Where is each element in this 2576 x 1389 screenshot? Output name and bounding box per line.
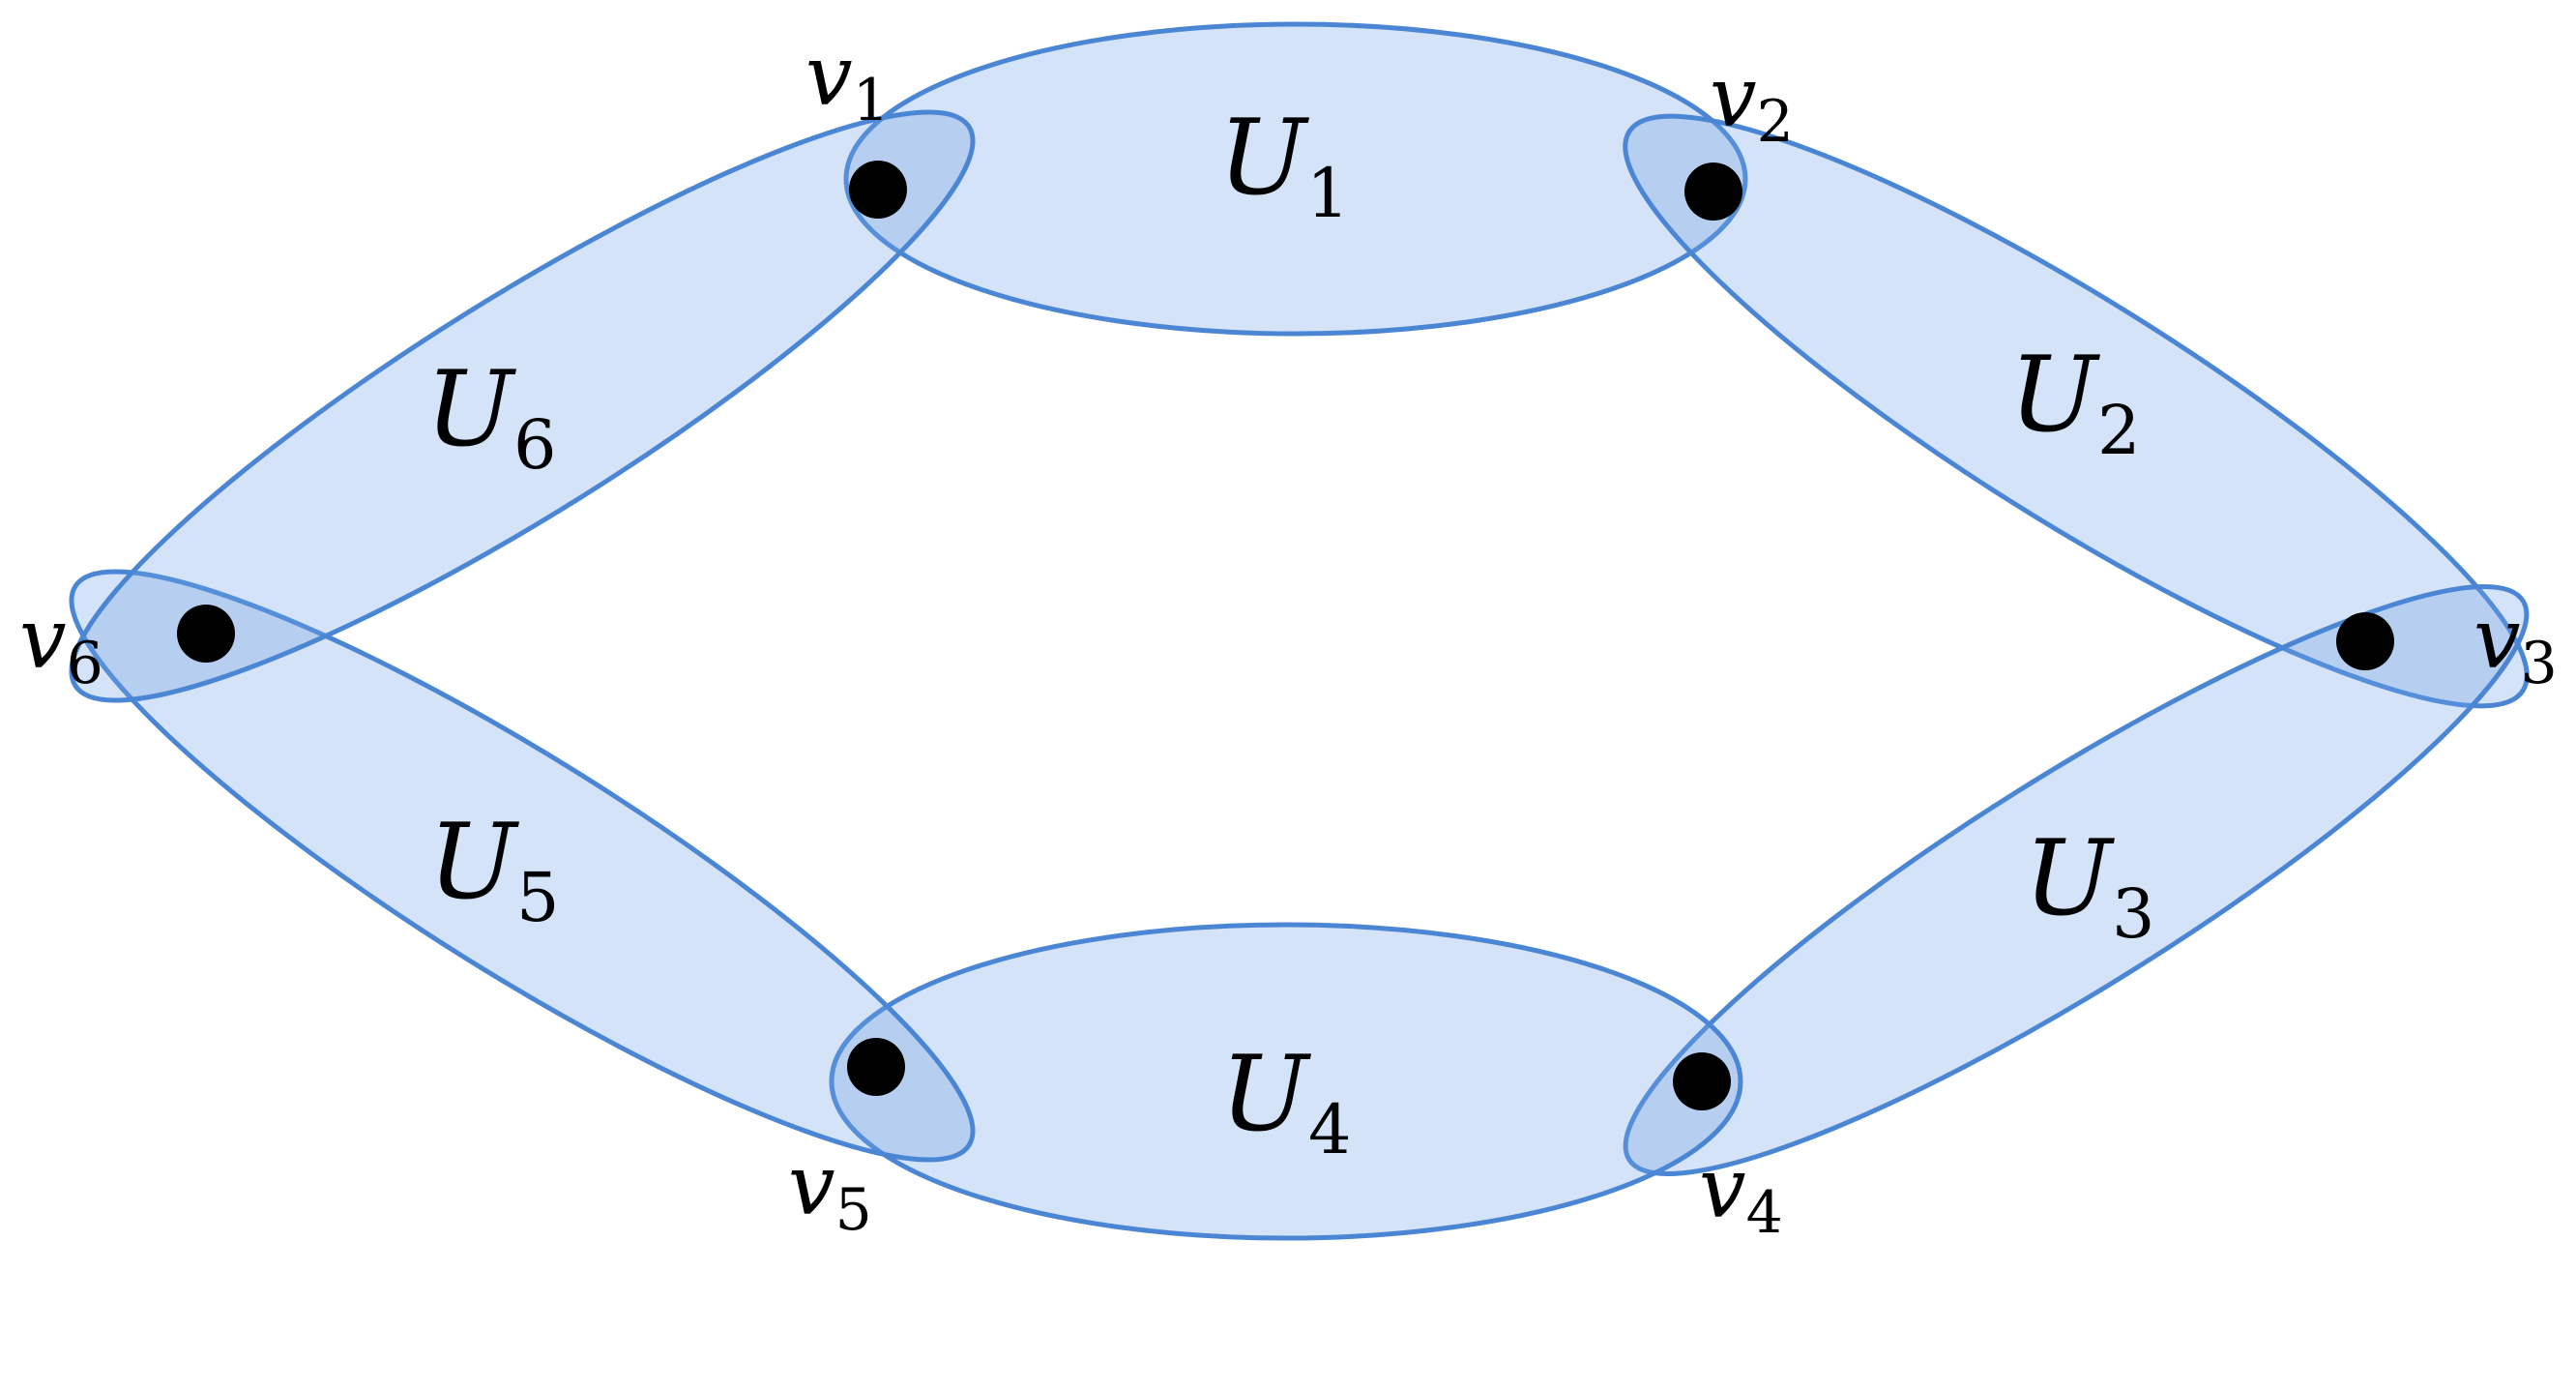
vertex-label-v5-subscript: 5 bbox=[835, 1176, 872, 1244]
hyperedge-label-u6: U6 bbox=[425, 349, 557, 485]
hyperedge-label-u4-symbol: U bbox=[1220, 1034, 1311, 1155]
vertex-label-v3: v3 bbox=[2474, 591, 2558, 697]
vertex-label-v1: v1 bbox=[805, 28, 890, 134]
hyperedge-label-u1-symbol: U bbox=[1218, 98, 1309, 219]
hyperedge-label-u6-symbol: U bbox=[425, 349, 516, 470]
vertex-label-v5-symbol: v bbox=[788, 1138, 835, 1234]
vertex-label-v6-subscript: 6 bbox=[67, 630, 103, 697]
hyperedge-u2 bbox=[1623, 113, 2530, 709]
vertex-label-v6-symbol: v bbox=[19, 591, 67, 688]
vertex-label-v3-subscript: 3 bbox=[2521, 630, 2558, 697]
hyperedges-layer bbox=[69, 21, 2530, 1241]
hyperedge-label-u5-symbol: U bbox=[428, 802, 519, 923]
vertex-v4 bbox=[1673, 1052, 1731, 1110]
hyperedge-label-u3-symbol: U bbox=[2024, 818, 2115, 939]
hyperedge-u3 bbox=[1623, 584, 2530, 1176]
hyperedge-label-u4: U4 bbox=[1220, 1034, 1352, 1169]
hyperedge-label-u1: U1 bbox=[1218, 98, 1350, 233]
vertex-label-v5: v5 bbox=[788, 1138, 872, 1244]
vertex-label-v2-symbol: v bbox=[1710, 49, 1757, 146]
vertex-label-v1-symbol: v bbox=[805, 28, 853, 125]
vertex-v5 bbox=[847, 1038, 905, 1096]
vertex-v2 bbox=[1684, 163, 1742, 221]
hyperedge-label-u1-subscript: 1 bbox=[1306, 154, 1350, 233]
vertex-label-v4: v4 bbox=[1699, 1140, 1783, 1247]
hyperedge-label-u3-subscript: 3 bbox=[2112, 874, 2155, 954]
vertex-label-v4-subscript: 4 bbox=[1746, 1179, 1783, 1247]
vertices-layer bbox=[177, 161, 2394, 1110]
hyperedge-label-u4-subscript: 4 bbox=[1308, 1090, 1352, 1169]
hyperedge-label-u5: U5 bbox=[428, 802, 560, 937]
hyperedge-label-u2: U2 bbox=[2009, 335, 2141, 470]
vertex-label-v3-symbol: v bbox=[2474, 591, 2521, 688]
hyperedge-label-u2-symbol: U bbox=[2009, 335, 2100, 456]
hyperedge-label-u2-subscript: 2 bbox=[2097, 391, 2141, 470]
vertex-v6 bbox=[177, 605, 235, 663]
vertex-v1 bbox=[849, 161, 907, 219]
vertex-label-v2-subscript: 2 bbox=[1757, 88, 1794, 156]
hyperedge-u4 bbox=[829, 922, 1743, 1241]
vertex-label-v6: v6 bbox=[19, 591, 103, 697]
hyperedge-u5 bbox=[69, 569, 976, 1163]
hyperedge-label-u6-subscript: 6 bbox=[513, 405, 557, 485]
hyperedge-u6 bbox=[69, 109, 976, 703]
vertex-label-v4-symbol: v bbox=[1699, 1140, 1746, 1237]
vertex-v3 bbox=[2336, 612, 2394, 670]
hyperedge-u1 bbox=[843, 21, 1748, 337]
vertex-label-v2: v2 bbox=[1710, 49, 1794, 156]
vertex-label-v1-subscript: 1 bbox=[853, 67, 890, 134]
hyperedge-label-u3: U3 bbox=[2024, 818, 2155, 954]
hyperedge-label-u5-subscript: 5 bbox=[516, 858, 560, 937]
